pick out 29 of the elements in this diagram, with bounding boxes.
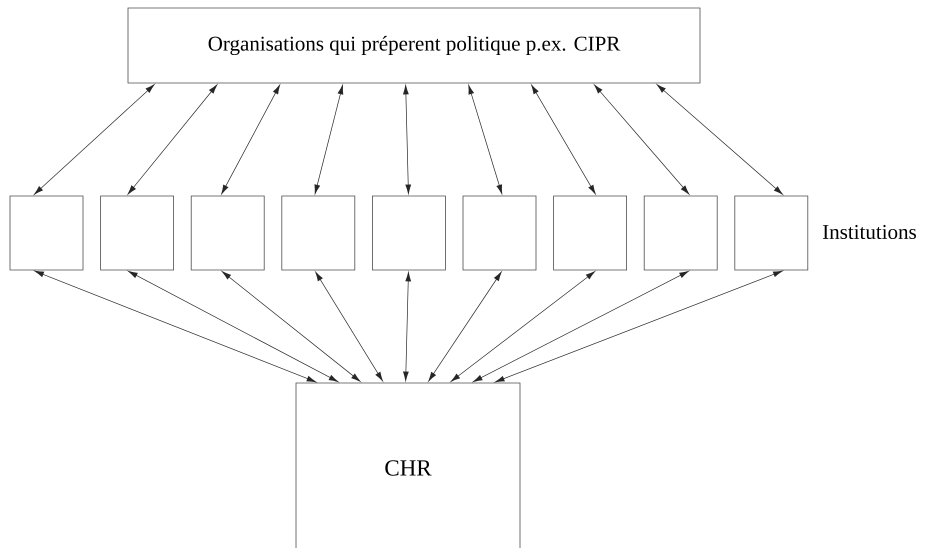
arrow — [128, 84, 218, 194]
arrow — [34, 270, 316, 382]
empty-box — [734, 196, 808, 270]
empty-box — [372, 196, 446, 270]
arrow — [656, 84, 783, 195]
arrow — [468, 84, 502, 194]
arrow — [594, 84, 690, 194]
arrow — [403, 85, 412, 194]
empty-box — [462, 196, 536, 270]
arrow — [314, 84, 344, 194]
text-box: Organisations qui préperent politique p.ex. CIPR — [128, 8, 700, 84]
arrow — [531, 84, 596, 194]
arrow — [495, 270, 783, 382]
empty-box — [100, 196, 174, 270]
arrow — [403, 272, 412, 381]
empty-box — [553, 196, 627, 270]
arrow — [34, 84, 155, 195]
arrow — [450, 271, 596, 382]
arrow — [221, 84, 280, 194]
text-box: CHR — [296, 382, 520, 548]
empty-box — [644, 196, 718, 270]
empty-box — [10, 196, 84, 270]
arrow — [222, 271, 360, 382]
arrow — [428, 272, 502, 382]
arrow — [473, 270, 689, 382]
empty-box — [281, 196, 356, 270]
arrow — [315, 272, 383, 382]
arrow — [128, 270, 338, 382]
empty-box — [190, 196, 265, 270]
